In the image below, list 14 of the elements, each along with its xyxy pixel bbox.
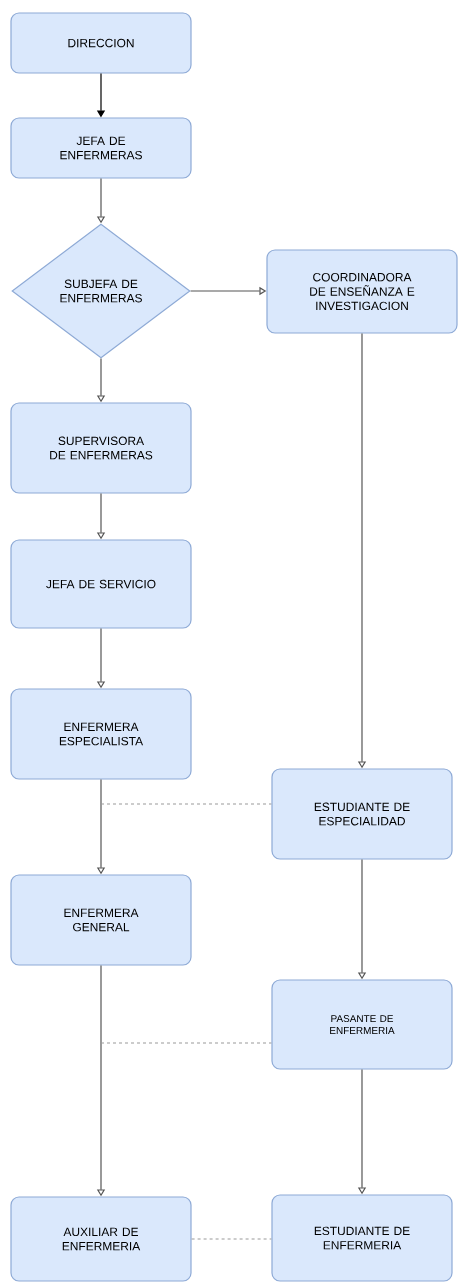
process-box: ESTUDIANTE DE ESPECIALIDAD	[271, 768, 453, 860]
connector-line	[100, 1042, 272, 1044]
process-box: PASANTE DE ENFERMERIA	[271, 979, 453, 1070]
process-box: JEFA DE SERVICIO	[10, 539, 192, 629]
process-box: AUXILIAR DE ENFERMERIA	[10, 1196, 192, 1282]
process-box: DIRECCION	[10, 12, 192, 74]
process-box: JEFA DE ENFERMERAS	[10, 117, 192, 179]
connector-line	[191, 1238, 272, 1240]
process-box: ESTUDIANTE DE ENFERMERIA	[271, 1194, 453, 1282]
connector-line	[100, 803, 272, 805]
process-box: ENFERMERA GENERAL	[10, 874, 192, 966]
process-box: COORDINADORA DE ENSEÑANZA E INVESTIGACION	[266, 249, 458, 334]
process-box: ENFERMERA ESPECIALISTA	[10, 688, 192, 780]
process-box: SUPERVISORA DE ENFERMERAS	[10, 402, 192, 494]
